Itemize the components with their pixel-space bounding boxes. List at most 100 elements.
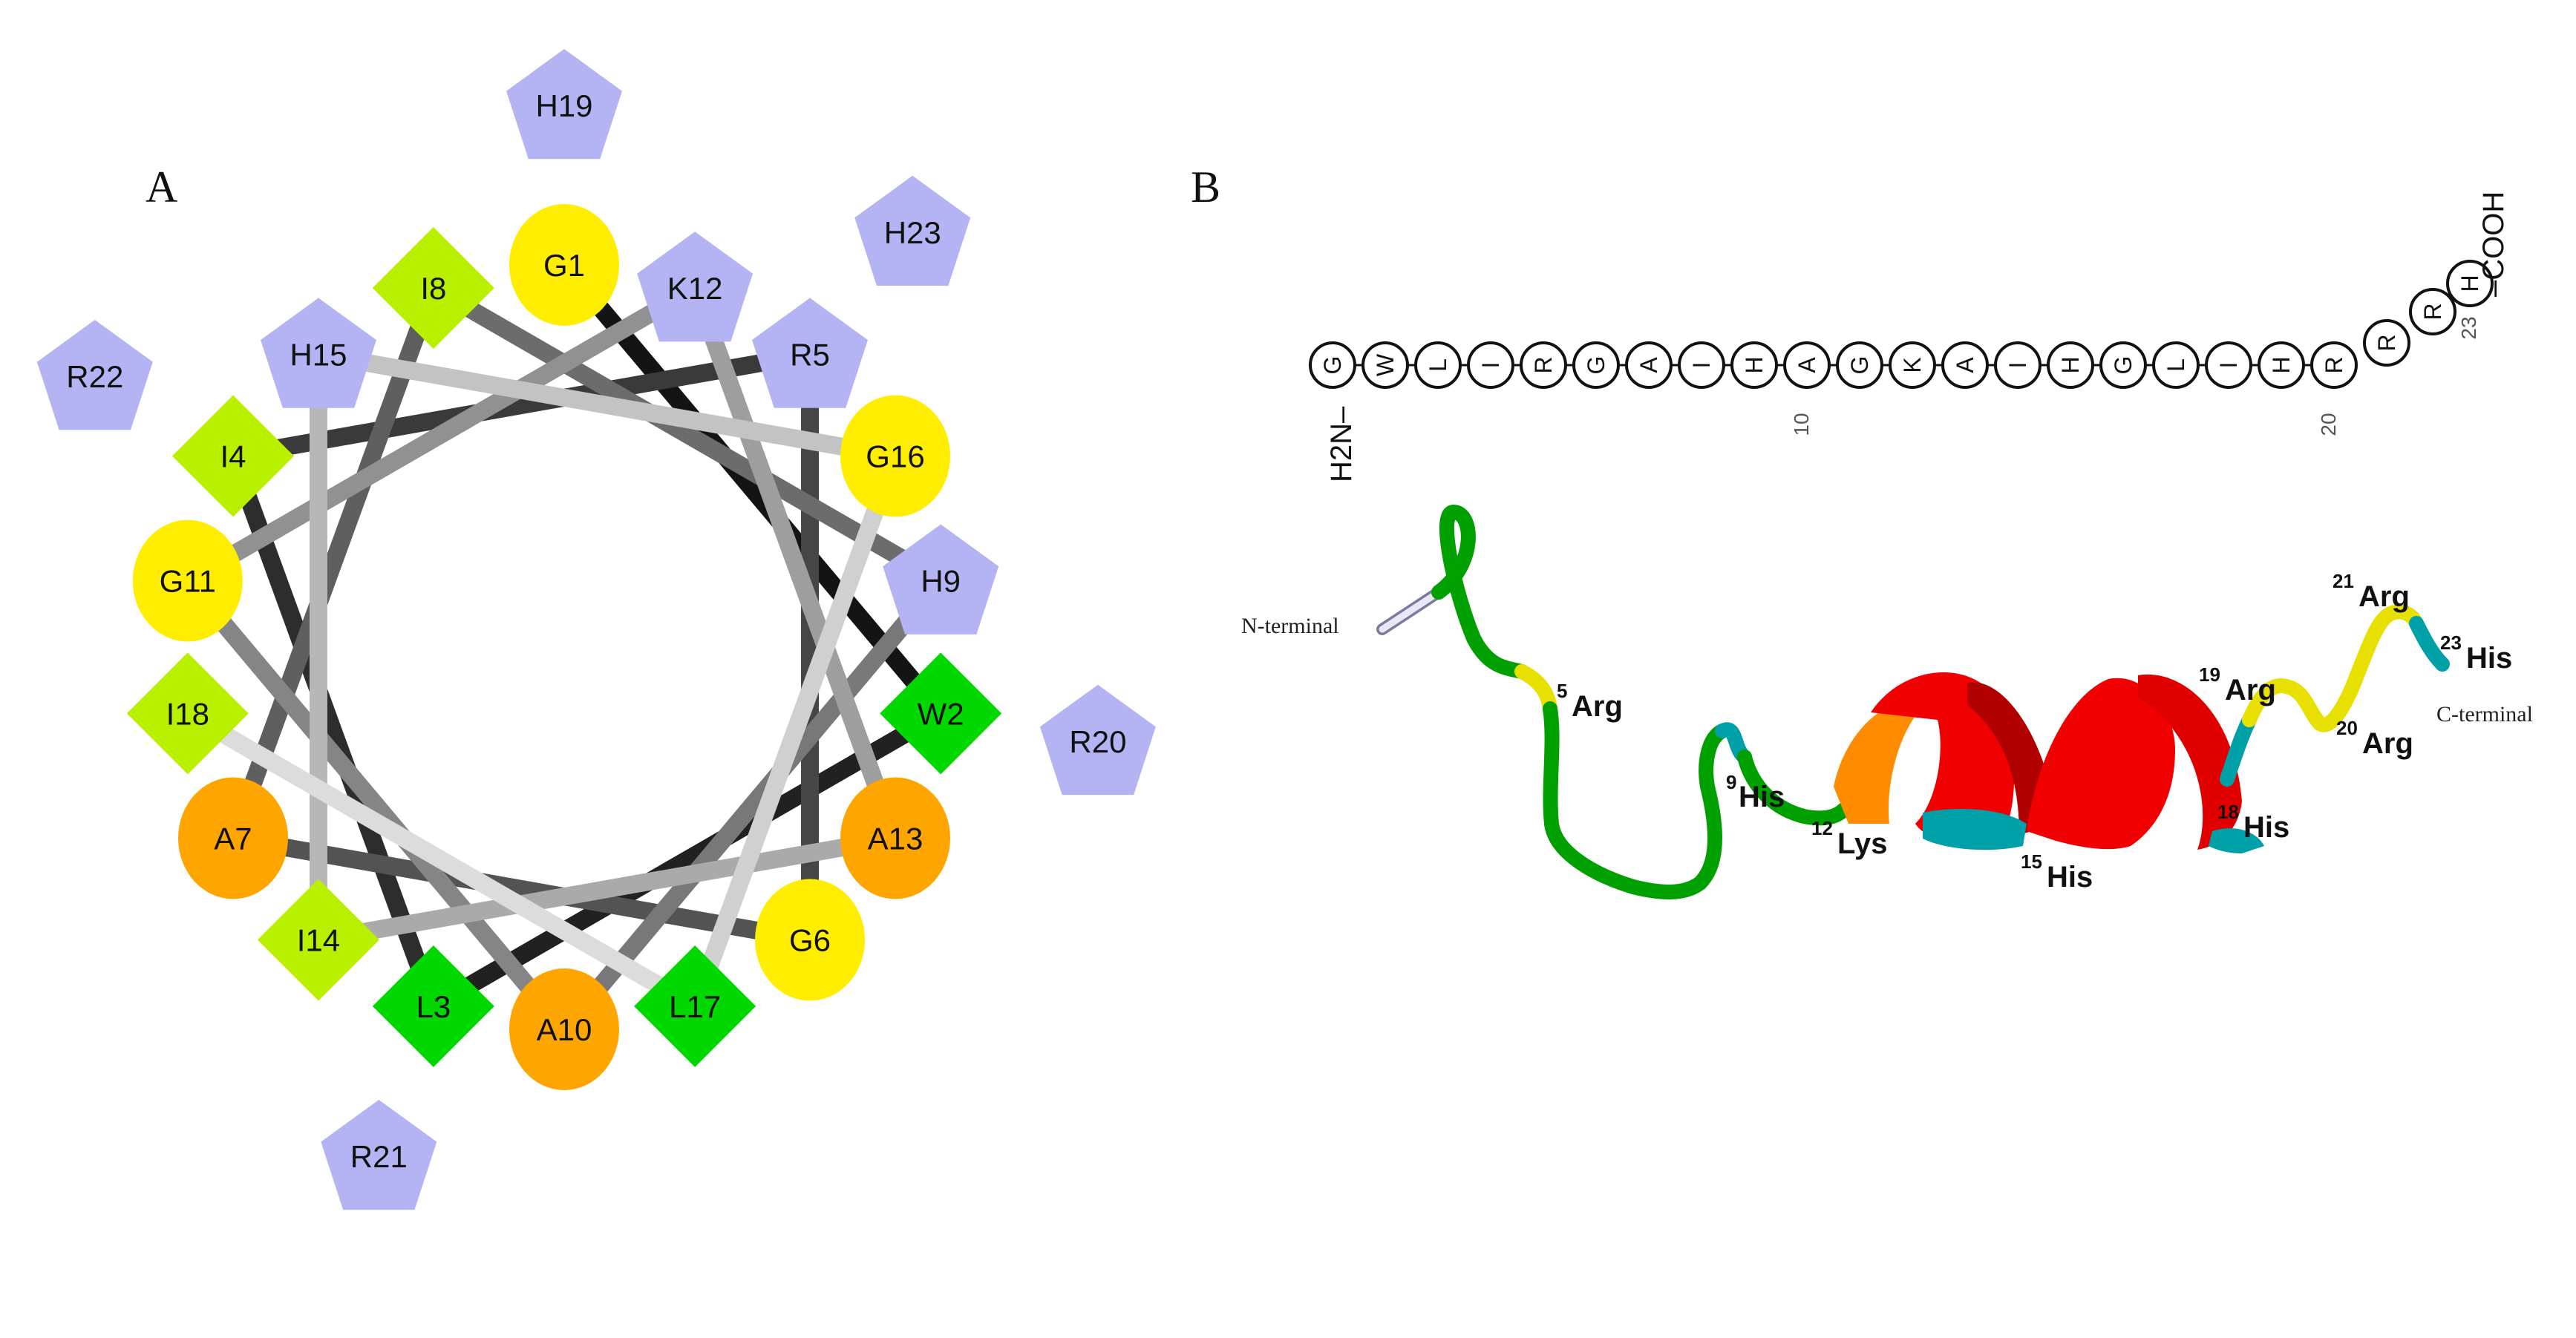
residue-r5: R5 (752, 298, 868, 408)
svg-text:I: I (2215, 362, 2242, 369)
residue-label-arg19: 19 Arg (2199, 663, 2276, 706)
svg-text:A: A (1952, 357, 1978, 373)
helix-cyan-18 (2209, 828, 2264, 853)
svg-text:G: G (1583, 356, 1609, 375)
residue-h19: H19 (506, 49, 622, 160)
wheel-connector-9-10 (555, 571, 950, 1038)
wheel-connector-7-8 (223, 279, 442, 847)
svg-text:H19: H19 (535, 88, 592, 123)
svg-text:G1: G1 (543, 248, 585, 283)
wheel-connector-6-7 (223, 829, 820, 949)
his23-segment (2409, 616, 2450, 672)
svg-text:20: 20 (2336, 717, 2358, 739)
svg-text:I4: I4 (220, 439, 246, 474)
residue-label-his18: 18 His (2217, 801, 2289, 844)
svg-text:H15: H15 (290, 337, 347, 372)
svg-text:19: 19 (2199, 663, 2220, 686)
sequence-residue-7: A (1618, 341, 1673, 389)
residue-l17: L17 (634, 945, 756, 1067)
residue-label-arg20: 20 Arg (2336, 717, 2413, 760)
residue-a7: A7 (177, 777, 288, 899)
coil-to-helix (1737, 750, 1852, 826)
residue-g11: G11 (132, 519, 243, 642)
svg-text:His: His (2466, 642, 2512, 675)
wheel-connector-2-3 (424, 704, 950, 1015)
residue-g6: G6 (755, 879, 866, 1001)
wheel-connector-lines (178, 256, 950, 1038)
coil-n-terminal (1431, 504, 1529, 679)
svg-text:G: G (1319, 356, 1346, 375)
residue-a10: A10 (509, 968, 619, 1090)
svg-text:I8: I8 (420, 271, 446, 306)
wheel-connector-17-18 (178, 704, 705, 1015)
residue-k12: K12 (637, 232, 753, 342)
sequence-tick-label: 20 (2317, 413, 2340, 436)
svg-text:A7: A7 (214, 822, 252, 856)
sequence-tick-label: 10 (1790, 413, 1813, 436)
svg-text:5: 5 (1557, 680, 1567, 702)
sequence-residue-23: H (2446, 260, 2494, 307)
sequence-residue-21: R (2363, 319, 2410, 367)
sequence-residue-11: G (1829, 341, 1883, 389)
sequence-residue-17: L (2145, 341, 2200, 389)
svg-text:R20: R20 (1069, 724, 1126, 759)
residue-i18: I18 (126, 652, 249, 775)
svg-text:15: 15 (2021, 850, 2042, 873)
sequence-residue-4: I (1460, 341, 1514, 389)
residue-label-his9: 9 His (1726, 771, 1785, 813)
wheel-connector-10-11 (178, 571, 573, 1038)
residue-g16: G16 (840, 395, 951, 517)
svg-text:21: 21 (2333, 570, 2354, 592)
residue-label-lys12: 12 Lys (1811, 817, 1887, 860)
wheel-connector-15-16 (309, 345, 905, 465)
svg-text:I: I (1688, 362, 1715, 369)
sequence-residue-1: G (1309, 341, 1356, 389)
svg-text:I: I (2004, 362, 2031, 369)
wheel-connector-3-4 (223, 447, 442, 1015)
wheel-connector-4-5 (223, 345, 820, 465)
svg-text:Arg: Arg (2362, 727, 2413, 760)
coil-middle (1543, 701, 1730, 899)
residue-r22: R22 (36, 320, 153, 430)
svg-text:R: R (2419, 303, 2446, 320)
c-terminal-label: C-terminal (2436, 702, 2533, 727)
svg-text:I18: I18 (166, 696, 209, 731)
sequence-residue-5: R (1513, 341, 1567, 389)
svg-text:L17: L17 (669, 989, 721, 1024)
sequence-residue-8: I (1671, 341, 1725, 389)
svg-text:G16: G16 (866, 439, 924, 474)
svg-text:R21: R21 (350, 1139, 408, 1174)
n-terminal-label: N-terminal (1241, 614, 1339, 638)
svg-text:K12: K12 (667, 271, 723, 306)
helix-turn-2 (2027, 678, 2175, 850)
sequence-tick-label: 23 (2457, 316, 2480, 339)
svg-text:L3: L3 (416, 989, 451, 1024)
wheel-connector-8-9 (424, 279, 950, 590)
svg-text:His: His (1739, 781, 1785, 813)
svg-text:R: R (2373, 334, 2400, 351)
residue-i8: I8 (372, 227, 494, 350)
svg-text:Arg: Arg (1572, 690, 1623, 723)
sequence-residue-9: H (1724, 341, 1778, 389)
sequence-residue-3: L (1408, 341, 1462, 389)
sequence-residue-6: G (1566, 341, 1620, 389)
svg-text:9: 9 (1726, 771, 1736, 793)
residue-label-his15: 15 His (2021, 850, 2093, 893)
svg-text:R22: R22 (66, 359, 123, 394)
svg-text:W2: W2 (918, 696, 964, 731)
residue-label-his23: 23 His (2440, 632, 2512, 675)
wheel-residues: H23R22R21R20H19I18L17G16H15I14A13K12G11A… (36, 49, 1156, 1210)
c-terminus-formula: –COOH (2477, 191, 2510, 297)
helix-cyan-15 (1923, 809, 2027, 850)
svg-text:G: G (2110, 356, 2137, 375)
svg-text:Arg: Arg (2225, 674, 2276, 706)
sequence-residue-16: G (2093, 341, 2147, 389)
svg-text:A13: A13 (868, 822, 923, 856)
svg-text:H: H (2268, 356, 2295, 373)
wheel-connector-12-13 (686, 279, 905, 847)
residue-w2: W2 (880, 652, 1002, 775)
svg-text:12: 12 (1811, 817, 1833, 839)
residue-g1: G1 (509, 204, 619, 326)
wheel-connector-1-2 (555, 256, 950, 723)
peptide-3d-model (1376, 504, 2450, 899)
